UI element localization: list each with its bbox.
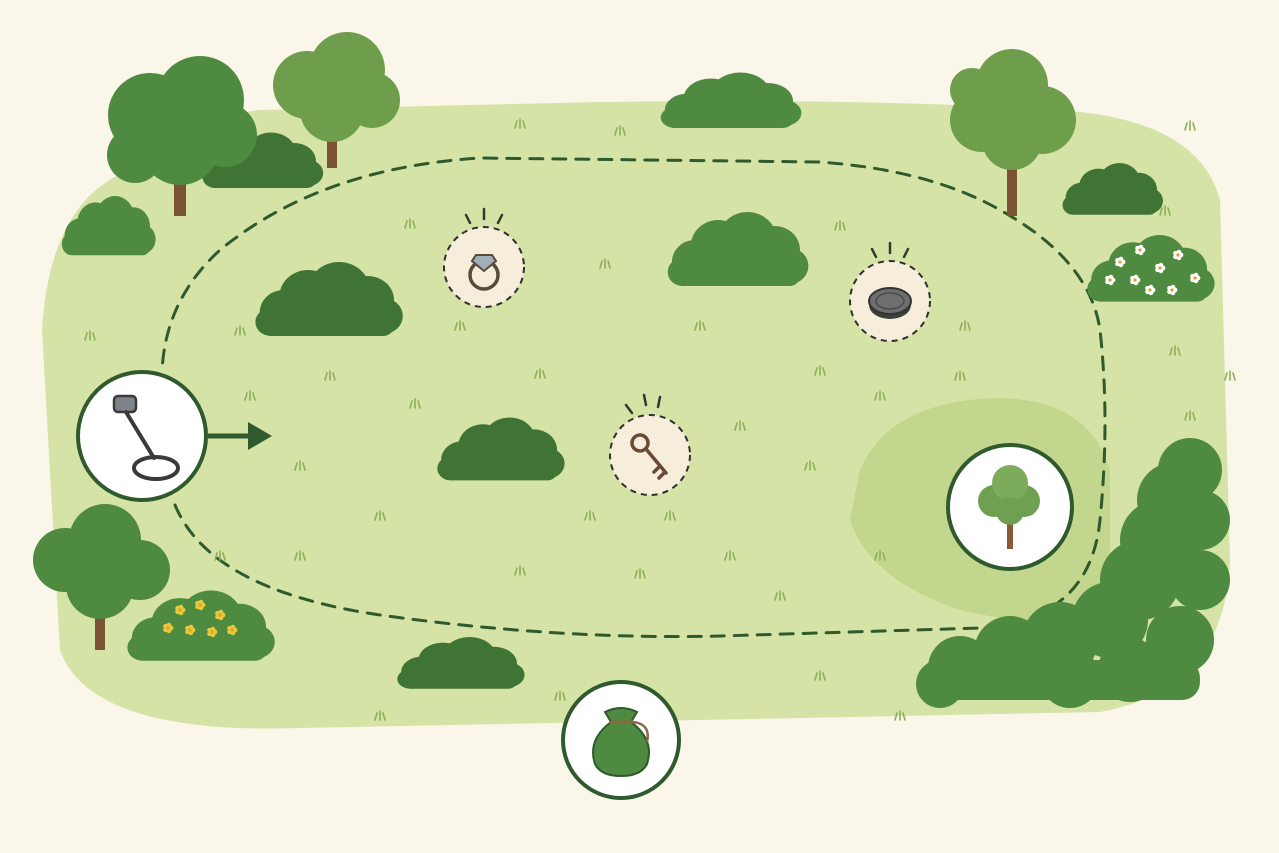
grass-tuft — [814, 365, 826, 376]
bush — [660, 72, 802, 128]
grass-tuft — [614, 125, 626, 136]
metal-detector-icon — [112, 394, 180, 481]
grass-tuft — [294, 550, 306, 561]
grass-tuft — [409, 398, 421, 409]
coin-icon — [868, 287, 912, 319]
grass-tuft — [374, 710, 386, 721]
grass-tuft — [599, 258, 611, 269]
flower — [1130, 274, 1141, 286]
grass-tuft — [664, 510, 676, 521]
flower — [163, 622, 174, 634]
flower — [207, 626, 218, 638]
grass-tuft — [214, 550, 226, 561]
flower — [1115, 256, 1126, 268]
grass-tuft — [874, 390, 886, 401]
grass-tuft — [894, 710, 906, 721]
grass-tuft — [694, 320, 706, 331]
grass-tufts — [84, 118, 1236, 721]
flower — [1167, 284, 1178, 296]
grass-tuft — [734, 420, 746, 431]
grass-tuft — [834, 220, 846, 231]
treasure-key-marker[interactable] — [609, 393, 691, 496]
flower — [175, 604, 186, 616]
grass-tuft — [554, 690, 566, 701]
arrow-right-icon — [208, 422, 272, 450]
grass-tuft — [1169, 345, 1181, 356]
flower — [1135, 244, 1146, 256]
flower — [1145, 284, 1156, 296]
grass-tuft — [959, 320, 971, 331]
grass-tuft — [404, 218, 416, 229]
flower — [1155, 262, 1166, 274]
grass-tuft — [774, 590, 786, 601]
grass-tuft — [534, 368, 546, 379]
flower — [1190, 272, 1201, 284]
tree — [273, 32, 400, 168]
treasure-coin-marker[interactable] — [849, 241, 931, 342]
grass-tuft — [584, 510, 596, 521]
grass-tuft — [874, 550, 886, 561]
grass-tuft — [234, 325, 246, 336]
flower — [1105, 274, 1116, 286]
grass-tuft — [374, 510, 386, 521]
grass-tuft — [1159, 205, 1171, 216]
grass-tuft — [634, 568, 646, 579]
grass-tuft — [804, 460, 816, 471]
grass-tuft — [294, 460, 306, 471]
white-flowers — [1105, 244, 1201, 296]
grass-tuft — [454, 320, 466, 331]
grass-tuft — [1184, 410, 1196, 421]
start-badge[interactable] — [76, 370, 208, 502]
key-icon — [630, 433, 668, 480]
flower — [1173, 249, 1184, 261]
grass-tuft — [244, 390, 256, 401]
walking-path — [160, 156, 1107, 639]
tree-icon — [978, 465, 1040, 549]
treasure-bag-icon — [592, 707, 650, 778]
grass-tuft — [324, 370, 336, 381]
grass-tuft — [514, 118, 526, 129]
flower — [215, 609, 226, 621]
grass-tuft — [724, 550, 736, 561]
grass-tuft — [954, 370, 966, 381]
goal-badge[interactable] — [946, 443, 1074, 571]
grass-tuft — [1224, 370, 1236, 381]
grass-tuft — [814, 670, 826, 681]
ring-icon — [468, 254, 500, 291]
flower — [227, 624, 238, 636]
treasure-ring-marker[interactable] — [443, 207, 525, 308]
tree — [33, 504, 170, 650]
grass-tuft — [514, 565, 526, 576]
hedge — [916, 438, 1230, 708]
yellow-flowers — [163, 599, 238, 638]
grass-tuft — [84, 330, 96, 341]
flower — [185, 624, 196, 636]
grass-tuft — [1184, 120, 1196, 131]
treasure-bag-badge[interactable] — [561, 680, 681, 800]
tree — [107, 56, 257, 216]
tree — [950, 49, 1076, 216]
flower — [195, 599, 206, 611]
